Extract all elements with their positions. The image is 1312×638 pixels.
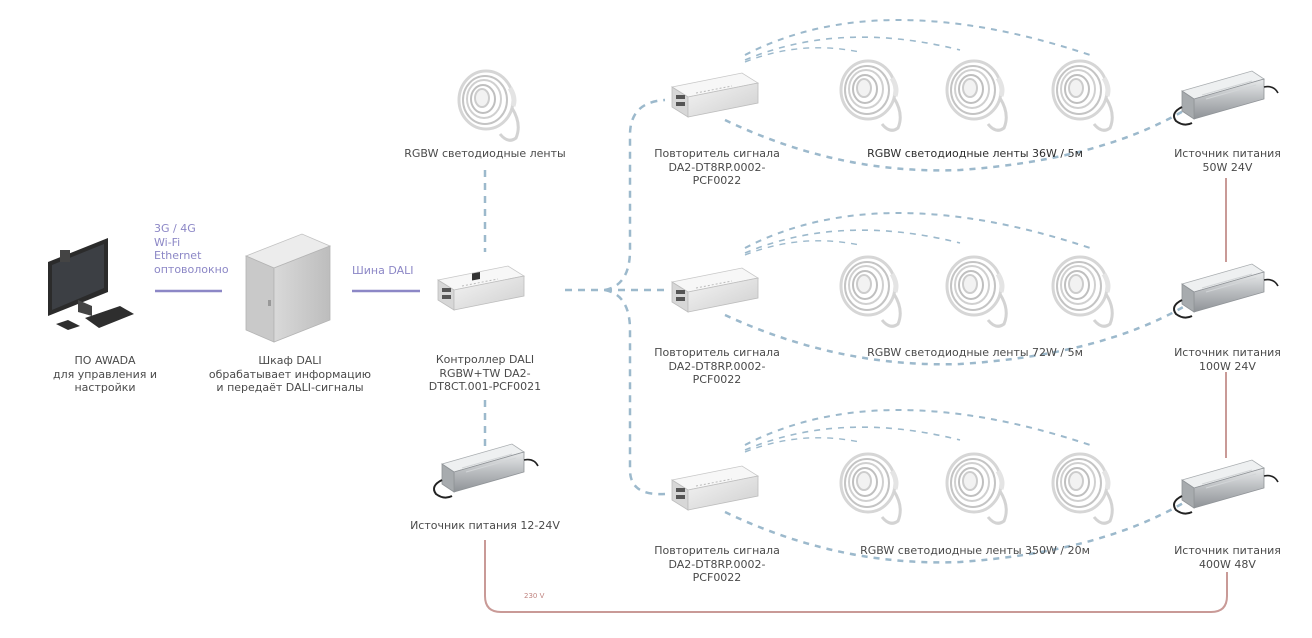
- psu-label-line: Источник питания: [1174, 544, 1281, 557]
- repeater-label-line: DA2-DT8RP.0002-: [668, 359, 766, 373]
- controller-illustration: [437, 265, 525, 311]
- psu-label-line: 100W 24V: [1199, 359, 1256, 373]
- controller-psu-label: Источник питания 12-24V: [410, 519, 560, 532]
- repeater-label-line: PCF0022: [692, 373, 742, 386]
- row-arcs-2: [724, 212, 1186, 366]
- strips-label: RGBW светодиодные ленты 350W / 20м: [860, 544, 1090, 557]
- controller-psu-illustration: [433, 443, 539, 499]
- psu-label: Источник питания 50W 24V: [1160, 147, 1295, 174]
- cabinet-label-line: обрабатывает информацию: [208, 367, 372, 381]
- strips-label: RGBW светодиодные ленты 72W / 5м: [867, 346, 1083, 359]
- network-type: оптоволокно: [154, 262, 229, 276]
- controller-label-line: RGBW+TW DA2-: [439, 366, 531, 380]
- psu-label: Источник питания 100W 24V: [1160, 346, 1295, 373]
- computer-label-line: настройки: [74, 381, 136, 394]
- psu-label-line: 400W 48V: [1199, 557, 1256, 571]
- psu-label-line: Источник питания: [1174, 346, 1281, 359]
- network-types-label: 3G / 4G Wi-Fi Ethernet оптоволокно: [154, 222, 244, 276]
- repeater-label-line: DA2-DT8RP.0002-: [668, 557, 766, 571]
- cabinet-label-line: Шкаф DALI: [258, 354, 322, 367]
- row-arcs-3: [724, 409, 1186, 564]
- repeater-label: Повторитель сигнала DA2-DT8RP.0002- PCF0…: [642, 544, 792, 585]
- psu-label-line: 50W 24V: [1202, 160, 1253, 174]
- psu-label: Источник питания 400W 48V: [1160, 544, 1295, 571]
- signal-branch-up: [604, 98, 666, 292]
- psu-label-line: Источник питания: [1174, 147, 1281, 160]
- computer-label-line: ПО AWADA: [74, 354, 136, 367]
- row-2-devices: [671, 257, 1279, 326]
- row-arcs-1: [724, 19, 1186, 172]
- row-1-devices: [671, 61, 1279, 130]
- top-strips-label: RGBW светодиодные ленты: [404, 147, 566, 160]
- reel-top-center: [459, 71, 518, 140]
- row-3-devices: [671, 454, 1279, 523]
- repeater-label-line: DA2-DT8RP.0002-: [668, 160, 766, 174]
- repeater-label-line: Повторитель сигнала: [654, 544, 780, 557]
- cabinet-label: Шкаф DALI обрабатывает информацию и пере…: [205, 354, 375, 395]
- network-type: 3G / 4G: [154, 222, 196, 235]
- repeater-label: Повторитель сигнала DA2-DT8RP.0002- PCF0…: [642, 346, 792, 387]
- controller-label-line: DT8CT.001-PCF0021: [428, 380, 542, 393]
- strips-label: RGBW светодиодные ленты 36W / 5м: [867, 147, 1083, 160]
- network-type: Wi-Fi: [154, 235, 181, 249]
- repeater-label: Повторитель сигнала DA2-DT8RP.0002- PCF0…: [642, 147, 792, 188]
- repeater-label-line: Повторитель сигнала: [654, 147, 780, 160]
- repeater-label-line: PCF0022: [692, 174, 742, 187]
- repeater-label-line: Повторитель сигнала: [654, 346, 780, 359]
- computer-label-line: для управления и: [52, 367, 158, 381]
- dali-bus-label: Шина DALI: [352, 264, 414, 277]
- controller-label-line: Контроллер DALI: [435, 353, 535, 366]
- computer-label: ПО AWADA для управления и настройки: [20, 354, 190, 395]
- voltage-label: 230 V: [524, 592, 545, 600]
- controller-label: Контроллер DALI RGBW+TW DA2- DT8CT.001-P…: [395, 353, 575, 394]
- dali-cabinet-illustration: [244, 233, 332, 343]
- signal-branch-down: [604, 288, 666, 496]
- computer-illustration: [48, 238, 134, 330]
- network-type: Ethernet: [154, 249, 202, 262]
- repeater-label-line: PCF0022: [692, 571, 742, 584]
- power-line-230v: [484, 540, 1228, 613]
- cabinet-label-line: и передаёт DALI-сигналы: [216, 381, 364, 394]
